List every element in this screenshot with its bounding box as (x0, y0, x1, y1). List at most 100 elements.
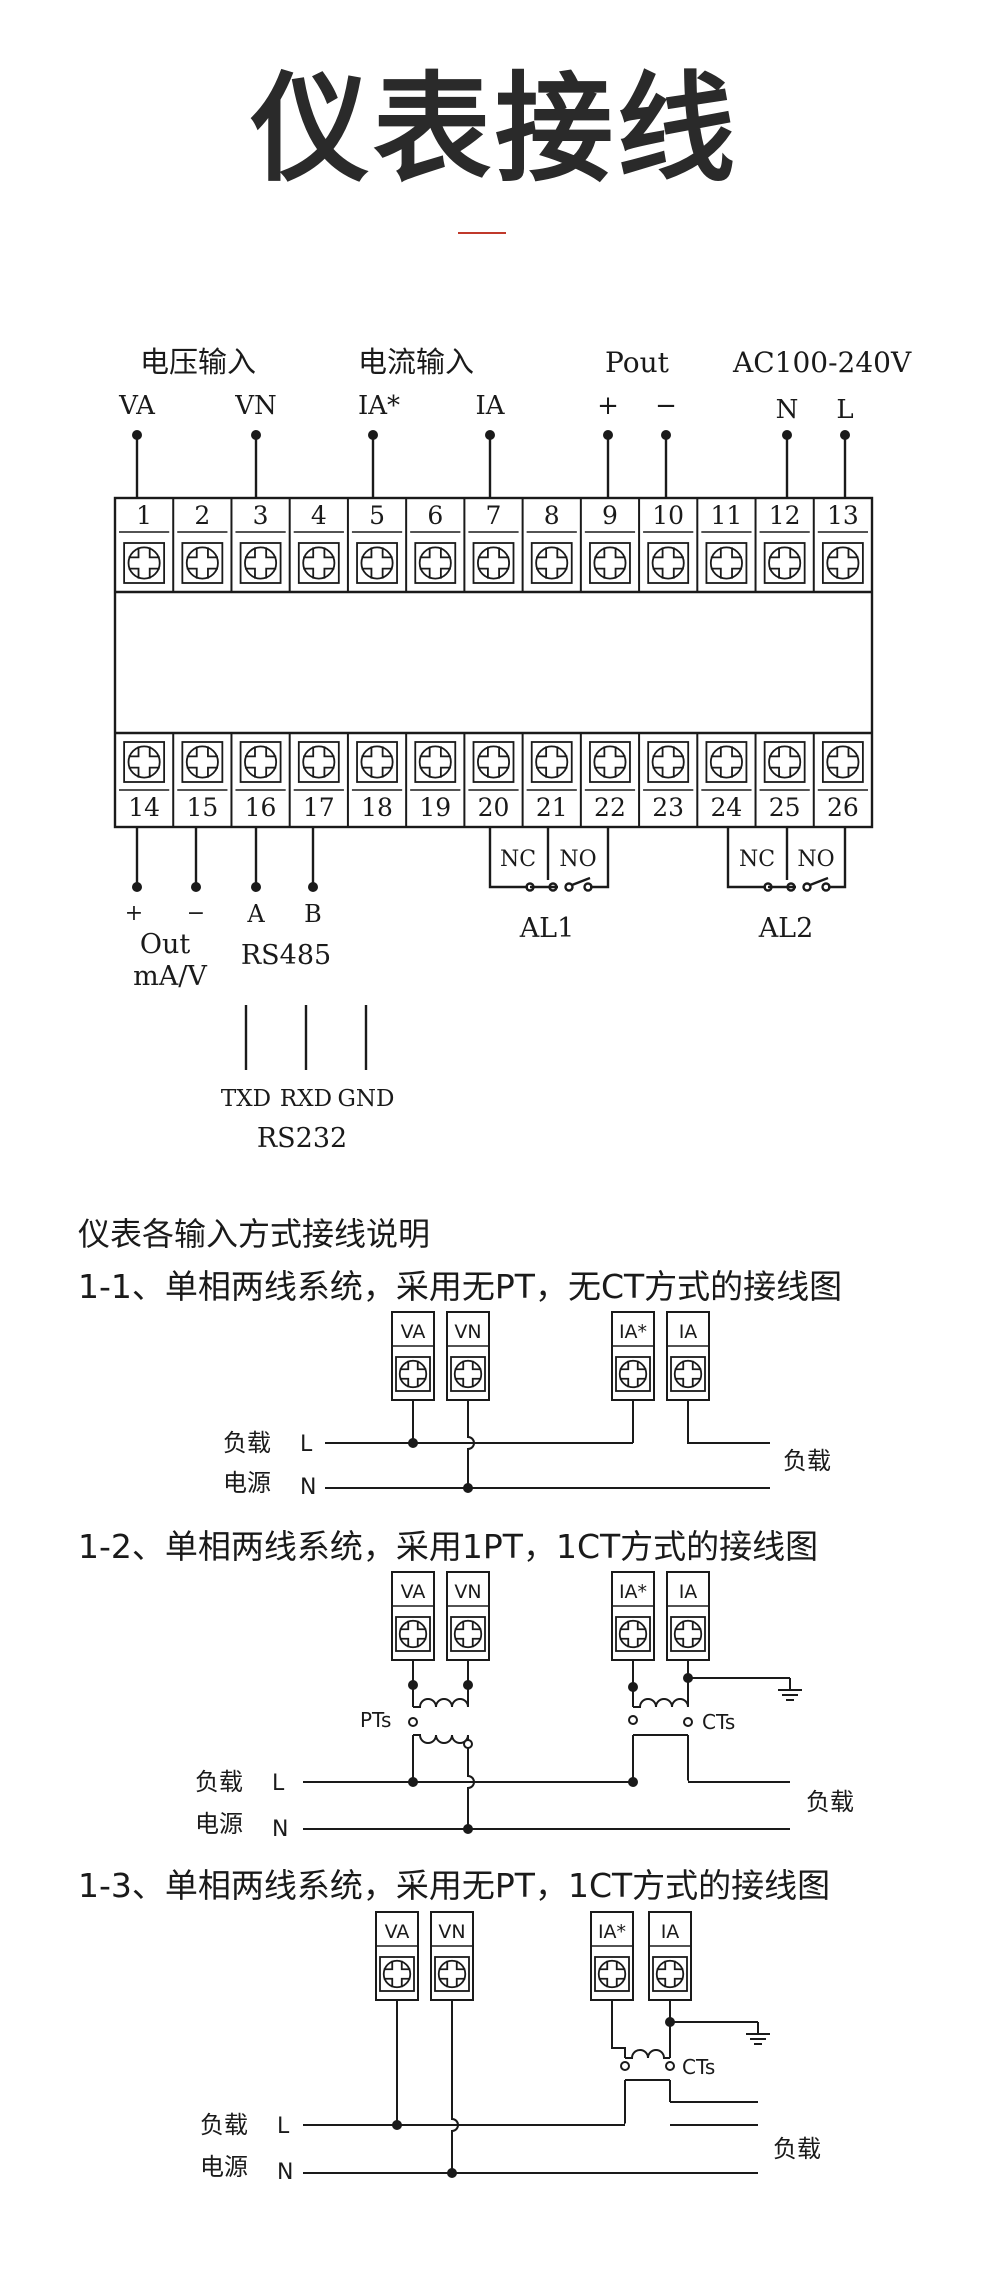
group-pout: Pout (605, 346, 670, 379)
signal-n: N (776, 395, 799, 425)
terminal-screw-icon (615, 1356, 651, 1392)
d2-source-left: 电源 (195, 1810, 243, 1838)
terminal-screw-icon (763, 542, 806, 584)
terminal-screw-icon (530, 741, 573, 783)
d2-load-left: 负载 (195, 1768, 243, 1796)
terminal-label: IA* (619, 1581, 647, 1603)
terminal-number: 4 (311, 501, 327, 530)
relay-al2-label: AL2 (758, 913, 814, 944)
rs232-txd: TXD (221, 1086, 271, 1112)
terminal-label: IA (661, 1921, 680, 1943)
d3-source-left: 电源 (200, 2153, 248, 2181)
bottom-terminal-screws (123, 741, 864, 783)
terminal-number: 19 (419, 793, 451, 822)
terminal-block: VA (391, 1571, 435, 1661)
rs232-gnd: GND (338, 1086, 395, 1112)
terminal-label: IA* (598, 1921, 626, 1943)
terminal-label: VA (385, 1921, 410, 1943)
terminal-screw-icon (705, 741, 748, 783)
page-title: 仪表接线 (250, 60, 739, 198)
terminal-block: IA* (590, 1911, 634, 2001)
out-label: Out (140, 929, 191, 960)
terminal-screw-icon (763, 741, 806, 783)
terminal-number: 11 (711, 501, 743, 530)
signal-ia-star: IA* (358, 391, 400, 421)
terminal-number: 23 (652, 793, 684, 822)
terminal-label: IA (679, 1581, 698, 1603)
terminal-screw-icon (395, 1616, 431, 1652)
terminal-screw-icon (297, 542, 340, 584)
terminal-number: 9 (602, 501, 618, 530)
d2-pts-label: PTs (360, 1708, 391, 1732)
terminal-screw-icon (589, 741, 631, 783)
d3-load-left: 负载 (200, 2111, 248, 2139)
terminal-screw-icon (472, 542, 515, 584)
terminal-block: IA (666, 1571, 710, 1661)
relay-al1-nc: NC (500, 847, 536, 872)
relay-al1-no: NO (559, 847, 596, 872)
terminal-block: IA (648, 1911, 692, 2001)
bottom-leads (135, 827, 315, 887)
terminal-block: IA* (611, 1311, 655, 1401)
terminal-screw-icon (434, 1956, 470, 1992)
terminal-number: 14 (128, 793, 160, 822)
terminal-screw-icon (379, 1956, 415, 1992)
signal-ia: IA (475, 391, 505, 421)
group-current-input: 电流输入 (358, 345, 474, 379)
rs232-leads (244, 1005, 368, 1070)
terminal-screw-icon (670, 1356, 706, 1392)
signal-vn: VN (234, 391, 277, 421)
rs485-label: RS485 (241, 940, 331, 971)
terminal-screw-icon (472, 741, 515, 783)
terminal-screw-icon (705, 542, 748, 584)
out-minus: − (187, 901, 205, 926)
rs232-label: RS232 (257, 1123, 347, 1154)
terminal-screw-icon (670, 1616, 706, 1652)
terminal-screw-icon (821, 542, 864, 584)
relay-al2-nc: NC (739, 847, 775, 872)
terminal-number: 6 (427, 501, 443, 530)
terminal-number: 12 (769, 501, 801, 530)
terminal-screw-icon (395, 1356, 431, 1392)
terminal-block: VA (375, 1911, 419, 2001)
terminal-screw-icon (450, 1616, 486, 1652)
terminal-block: VN (430, 1911, 474, 2001)
terminal-block: VN (446, 1571, 490, 1661)
terminal-number: 5 (369, 501, 385, 530)
terminal-number: 1 (136, 501, 152, 530)
terminal-number: 16 (245, 793, 277, 822)
section-1-heading: 1-1、单相两线系统，采用无PT，无CT方式的接线图 (78, 1267, 842, 1306)
terminal-screw-icon (530, 542, 573, 584)
terminal-screw-icon (123, 741, 166, 783)
terminal-screw-icon (647, 741, 690, 783)
section-intro: 仪表各输入方式接线说明 (78, 1215, 430, 1253)
d2-n-label: N (272, 1817, 288, 1842)
terminal-number: 8 (544, 501, 560, 530)
d3-load-right: 负载 (773, 2135, 821, 2163)
d2-l-label: L (272, 1771, 285, 1796)
terminal-number: 2 (194, 501, 210, 530)
terminal-screw-icon (615, 1616, 651, 1652)
terminal-number: 15 (186, 793, 218, 822)
terminal-label: VN (438, 1921, 465, 1943)
terminal-label: VN (454, 1321, 481, 1343)
terminal-number: 24 (711, 793, 743, 822)
top-lead-dots (132, 430, 850, 440)
terminal-screw-icon (356, 741, 398, 783)
terminal-label: VA (401, 1321, 426, 1343)
terminal-screw-icon (652, 1956, 688, 1992)
d1-load-right: 负载 (783, 1447, 831, 1475)
terminal-number: 20 (478, 793, 510, 822)
diagram-1-1 (325, 1400, 770, 1493)
rs485-a: A (246, 900, 265, 928)
rs232-rxd: RXD (280, 1086, 332, 1112)
signal-l: L (836, 395, 853, 425)
rs485-b: B (304, 900, 322, 928)
terminal-number: 7 (486, 501, 502, 530)
out-unit-label: mA/V (133, 961, 207, 992)
diagram-1-3 (303, 2000, 770, 2178)
signal-pout-plus: + (597, 391, 619, 421)
main-terminal-diagram (113, 430, 874, 1070)
